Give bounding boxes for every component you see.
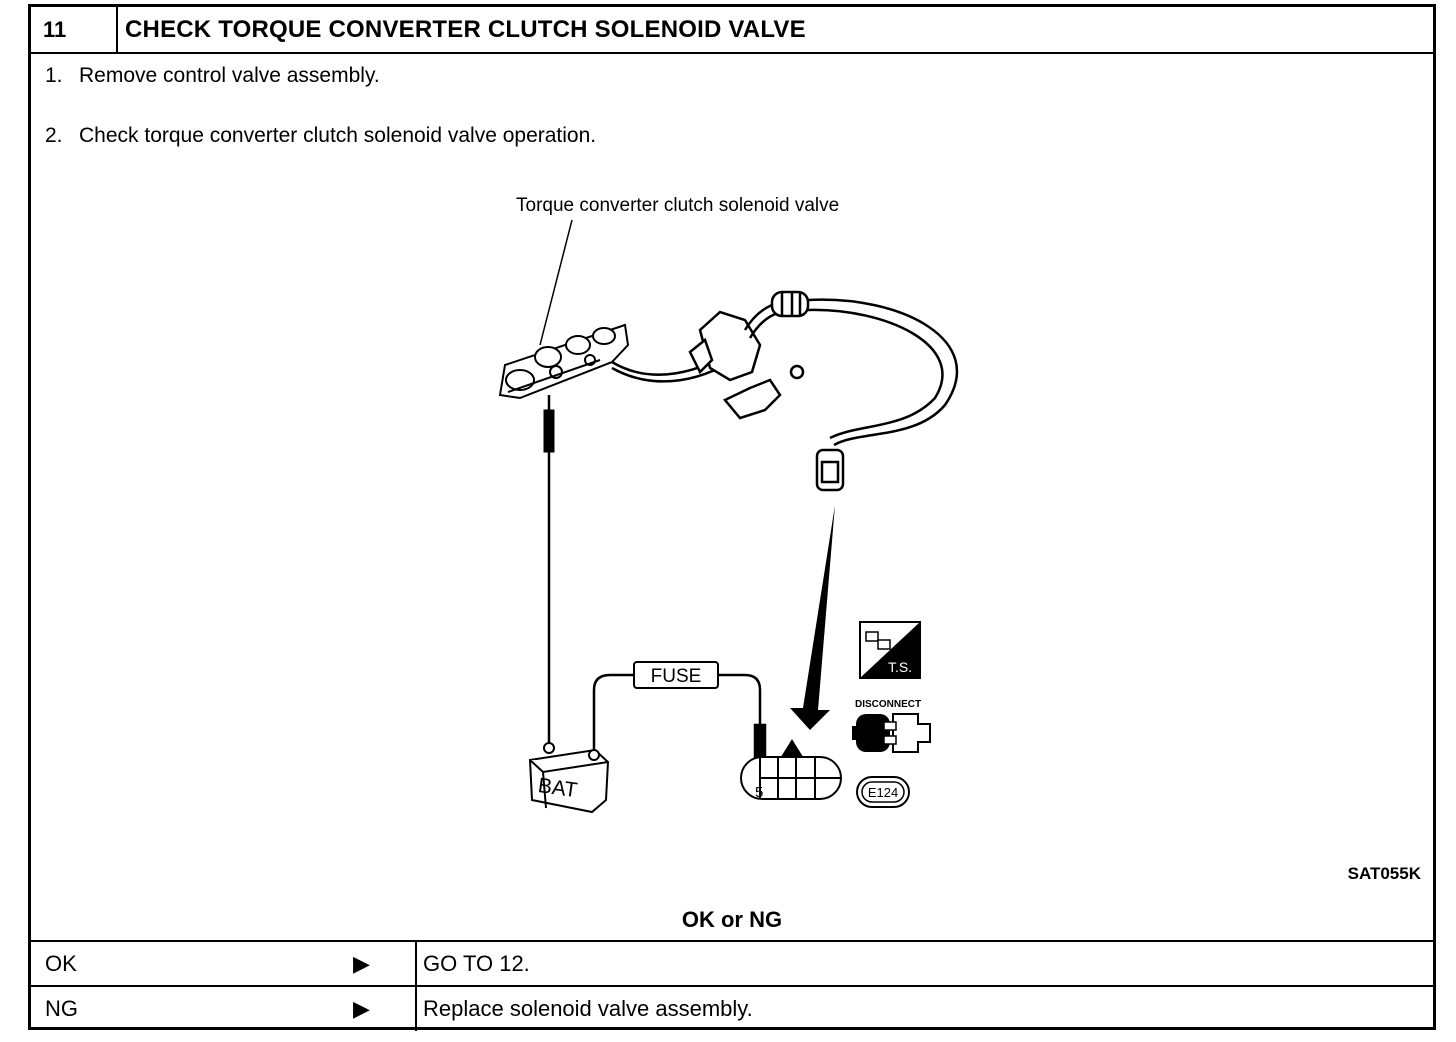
result-row-ng: NG ▶ Replace solenoid valve assembly. xyxy=(31,985,1433,1031)
result-action: Replace solenoid valve assembly. xyxy=(423,996,753,1021)
result-key: OK xyxy=(45,951,77,976)
fuse-circuit xyxy=(592,673,767,765)
arrow-down-icon xyxy=(790,505,835,730)
battery-label: BAT xyxy=(537,774,579,802)
disconnect-label: DISCONNECT xyxy=(855,699,921,710)
arrow-right-icon: ▶ xyxy=(353,951,370,976)
instruction-step-1: 1. Remove control valve assembly. xyxy=(45,64,380,88)
verdict-heading: OK or NG xyxy=(681,907,783,932)
connector-code-inner-ring xyxy=(861,781,905,803)
result-key: NG xyxy=(45,996,78,1021)
instruction-step-2: 2. Check torque converter clutch solenoid… xyxy=(45,124,596,148)
step-2-number: 2. xyxy=(45,124,63,147)
callout-label: Torque converter clutch solenoid valve xyxy=(516,195,839,216)
wiring-harness-icon xyxy=(611,290,959,492)
procedure-frame: 11 CHECK TORQUE CONVERTER CLUTCH SOLENOI… xyxy=(28,4,1436,1031)
connector-code: E124 xyxy=(868,785,898,800)
step-1-text: Remove control valve assembly. xyxy=(79,64,380,87)
figure-reference: SAT055K xyxy=(1347,864,1421,883)
column-divider xyxy=(415,942,417,985)
fuse-icon xyxy=(633,661,719,689)
column-divider xyxy=(415,987,417,1031)
step-number: 11 xyxy=(31,7,118,52)
ts-badge-label: T.S. xyxy=(888,659,912,675)
step-header: 11 CHECK TORQUE CONVERTER CLUTCH SOLENOI… xyxy=(31,7,1433,54)
connector-code-badge xyxy=(856,776,910,808)
step-2-text: Check torque converter clutch solenoid v… xyxy=(79,124,597,147)
result-row-ok: OK ▶ GO TO 12. xyxy=(31,942,1433,985)
callout-leader xyxy=(539,219,573,346)
test-lead xyxy=(543,395,555,748)
terminal-number: 5 xyxy=(755,784,763,801)
connector-icon xyxy=(740,739,842,800)
arrow-right-icon: ▶ xyxy=(353,996,370,1021)
disconnect-icon xyxy=(852,713,931,753)
results-table: OK ▶ GO TO 12. NG ▶ Replace solenoid val… xyxy=(31,940,1433,1031)
solenoid-valve-assembly-icon xyxy=(498,323,630,400)
step-title: CHECK TORQUE CONVERTER CLUTCH SOLENOID V… xyxy=(125,16,806,43)
step-1-number: 1. xyxy=(45,64,63,87)
result-action: GO TO 12. xyxy=(423,951,530,976)
fuse-label: FUSE xyxy=(651,666,702,687)
battery-icon xyxy=(528,742,610,814)
ts-tester-icon xyxy=(859,621,921,679)
